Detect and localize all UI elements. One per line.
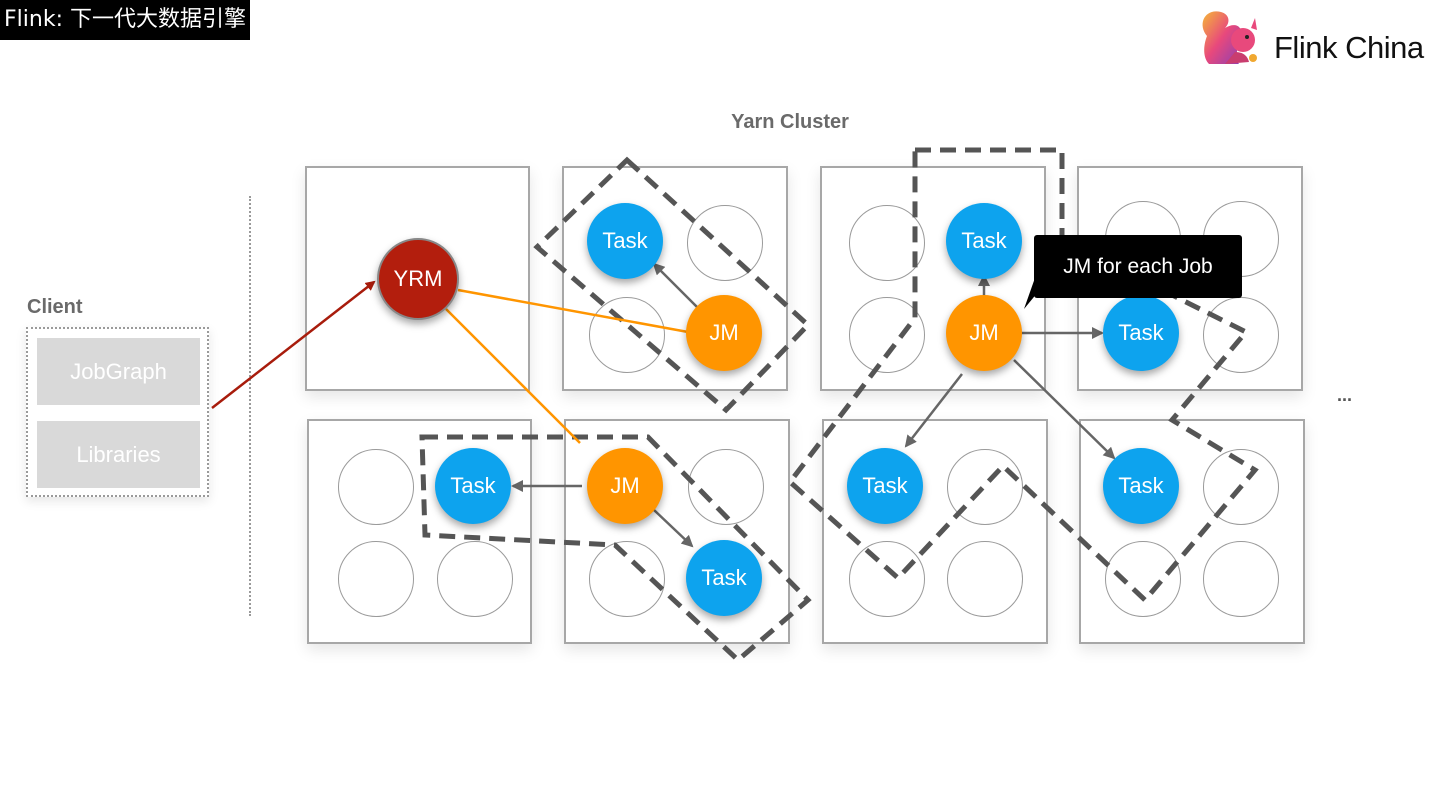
client-label: Client [27, 296, 83, 318]
job-manager-2: JM [946, 295, 1022, 371]
empty-slot [947, 541, 1023, 617]
empty-slot [687, 205, 763, 281]
empty-slot [589, 297, 665, 373]
empty-slot [338, 541, 414, 617]
empty-slot [338, 449, 414, 525]
empty-slot [1203, 541, 1279, 617]
logo-text: Flink China [1274, 30, 1424, 65]
empty-slot [947, 449, 1023, 525]
empty-slot [849, 541, 925, 617]
yarn-resource-manager: YRM [377, 238, 459, 320]
jobgraph-block: JobGraph [37, 338, 200, 405]
empty-slot [1105, 541, 1181, 617]
job-manager-1: JM [686, 295, 762, 371]
node-box [564, 419, 790, 644]
empty-slot [1203, 449, 1279, 525]
task-node: Task [587, 203, 663, 279]
task-node: Task [946, 203, 1022, 279]
task-node: Task [847, 448, 923, 524]
slide-title: Flink: 下一代大数据引擎 [0, 0, 250, 40]
libraries-block: Libraries [37, 421, 200, 488]
empty-slot [589, 541, 665, 617]
task-node: Task [435, 448, 511, 524]
task-node: Task [686, 540, 762, 616]
empty-slot [437, 541, 513, 617]
empty-slot [688, 449, 764, 525]
empty-slot [1203, 297, 1279, 373]
more-nodes-ellipsis: ... [1337, 385, 1353, 405]
empty-slot [849, 297, 925, 373]
task-node: Task [1103, 295, 1179, 371]
yarn-cluster-label: Yarn Cluster [731, 111, 849, 133]
node-box [307, 419, 532, 644]
jm-per-job-callout: JM for each Job [1034, 235, 1242, 298]
node-box [1079, 419, 1305, 644]
job-manager-3: JM [587, 448, 663, 524]
flink-squirrel-logo [1195, 6, 1440, 70]
client-cluster-divider [249, 196, 251, 616]
empty-slot [849, 205, 925, 281]
node-box [822, 419, 1048, 644]
client-box: JobGraph Libraries [26, 327, 209, 497]
node-box [562, 166, 788, 391]
task-node: Task [1103, 448, 1179, 524]
